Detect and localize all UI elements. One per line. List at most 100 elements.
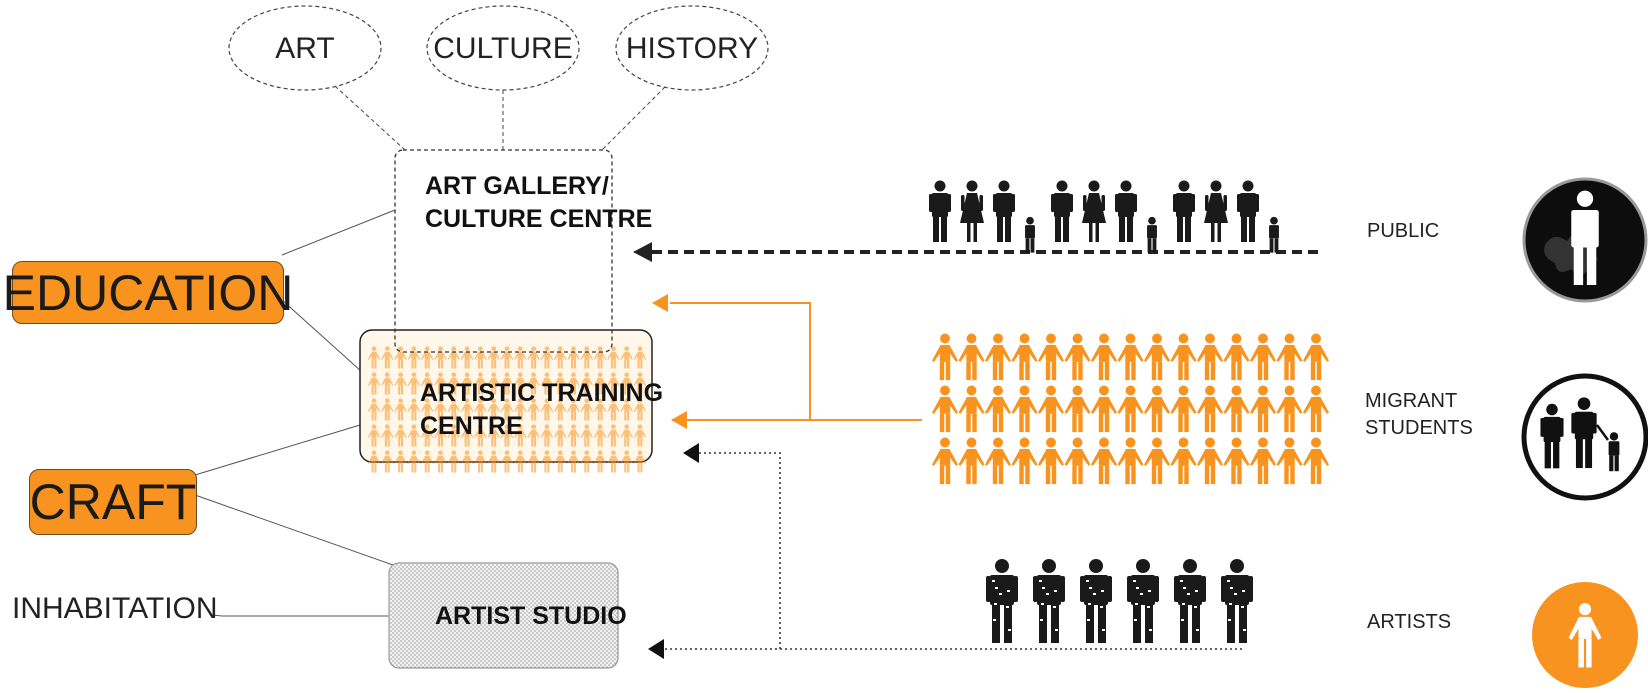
studio-box	[388, 562, 619, 669]
migrant-student-figure	[1144, 333, 1170, 381]
artist-texture-speck	[1100, 606, 1103, 608]
artist-texture-speck	[1180, 580, 1183, 582]
public-crowd	[929, 180, 1279, 253]
migrant-student-figure	[1064, 437, 1091, 485]
artist-texture-speck	[1148, 590, 1151, 592]
migrant-student-figure	[1011, 333, 1038, 381]
migrant-student-figure	[985, 385, 1011, 433]
artist-texture-speck	[1242, 590, 1245, 592]
migrant-student-figure	[1197, 385, 1223, 433]
artist-texture-speck	[1102, 629, 1105, 631]
artist-texture-speck	[992, 580, 995, 582]
migrant-student-figure	[985, 437, 1011, 485]
migrant-label-line1: MIGRANT	[1365, 390, 1458, 412]
artist-texture-speck	[1229, 603, 1232, 605]
migrant-student-figure	[1091, 333, 1117, 381]
artist-texture-speck	[1040, 619, 1043, 621]
public-child-figure	[1147, 216, 1157, 253]
artist-texture-speck	[1149, 629, 1152, 631]
artist-texture-speck	[1134, 619, 1137, 621]
theme-culture: CULTURE	[433, 32, 572, 65]
artist-texture-speck	[1187, 593, 1190, 595]
migrant-student-figure	[1303, 385, 1329, 433]
artist-figure-shape	[1221, 559, 1253, 643]
public-arrow	[633, 242, 1320, 262]
theme-art: ART	[275, 32, 334, 65]
public-woman-figure	[960, 180, 984, 242]
migrant-student-figure	[1011, 385, 1038, 433]
artist-texture-speck	[1047, 632, 1050, 634]
public-woman-figure	[1082, 180, 1106, 242]
migrant-arrowhead-training	[671, 411, 687, 429]
migrant-students-label: MIGRANT STUDENTS	[1365, 388, 1473, 442]
tag-connectors	[194, 209, 396, 617]
migrant-student-figure	[1170, 385, 1197, 433]
migrant-arrows	[670, 302, 922, 421]
public-child-figure	[1269, 216, 1279, 253]
craft-label: CRAFT	[29, 474, 197, 530]
migrant-student-figure	[1144, 437, 1170, 485]
artist-texture-speck	[1136, 587, 1139, 589]
artist-texture-speck	[1182, 603, 1185, 605]
artist-texture-speck	[1142, 616, 1145, 618]
artist-texture-speck	[1094, 632, 1097, 634]
migrant-student-figure	[1276, 385, 1303, 433]
theme-history: HISTORY	[626, 32, 758, 65]
artist-texture-speck	[1093, 593, 1096, 595]
artists-label: ARTISTS	[1367, 611, 1452, 633]
public-man-figure	[1115, 180, 1137, 242]
craft-tag: CRAFT	[29, 469, 197, 535]
artist-texture-speck	[1101, 590, 1104, 592]
migrant-student-figure	[958, 437, 985, 485]
migrant-student-figure	[1144, 385, 1170, 433]
migrant-student-figure	[1223, 333, 1250, 381]
migrant-student-figure	[1223, 437, 1250, 485]
training-title: ARTISTIC TRAINING CENTRE	[420, 377, 663, 442]
artist-texture-speck	[1181, 619, 1184, 621]
artist-texture-speck	[1141, 632, 1144, 634]
migrant-arrowhead-gallery	[652, 294, 668, 312]
migrant-student-figure	[1250, 437, 1276, 485]
artist-texture-speck	[1008, 629, 1011, 631]
migrant-student-figure	[958, 333, 985, 381]
artist-figure-shape	[986, 559, 1018, 643]
artist-texture-speck	[1230, 587, 1233, 589]
migrant-student-figure	[932, 437, 958, 485]
artist-texture-speck	[999, 593, 1002, 595]
artist-figure-shape	[1033, 559, 1065, 643]
migrant-student-figure	[1038, 333, 1064, 381]
artist-texture-speck	[1236, 616, 1239, 618]
artist-texture-speck	[1194, 606, 1197, 608]
gallery-title-line2: CULTURE CENTRE	[425, 204, 653, 233]
migrant-student-figure	[1117, 333, 1144, 381]
training-title-line2: CENTRE	[420, 411, 523, 440]
migrant-student-figure	[1117, 437, 1144, 485]
public-man-figure	[1237, 180, 1259, 242]
migrant-student-figure	[1197, 333, 1223, 381]
artist-texture-speck	[1140, 593, 1143, 595]
artist-figure	[1127, 559, 1159, 643]
artist-texture-speck	[1147, 606, 1150, 608]
public-child-figure	[1025, 216, 1035, 253]
artist-texture-speck	[1089, 587, 1092, 589]
inhabitation-label: INHABITATION	[12, 592, 218, 625]
artist-texture-speck	[1088, 603, 1091, 605]
migrant-student-figure	[1303, 333, 1329, 381]
migrant-student-figure	[1303, 437, 1329, 485]
migrant-student-figure	[1276, 437, 1303, 485]
education-tag: EDUCATION	[3, 261, 293, 324]
artist-texture-speck	[994, 603, 997, 605]
migrant-student-figure	[1223, 385, 1250, 433]
migrant-student-figure	[1250, 385, 1276, 433]
artist-texture-speck	[1183, 587, 1186, 589]
artist-texture-speck	[1039, 580, 1042, 582]
artist-texture-speck	[1228, 619, 1231, 621]
artist-texture-speck	[1196, 629, 1199, 631]
artist-texture-speck	[1048, 616, 1051, 618]
artist-figure	[1033, 559, 1065, 643]
education-label: EDUCATION	[2, 264, 294, 321]
migrant-label-line2: STUDENTS	[1365, 417, 1473, 439]
artist-texture-speck	[1133, 580, 1136, 582]
artists-arrowhead-studio	[648, 639, 664, 659]
migrant-student-figure	[1117, 385, 1144, 433]
